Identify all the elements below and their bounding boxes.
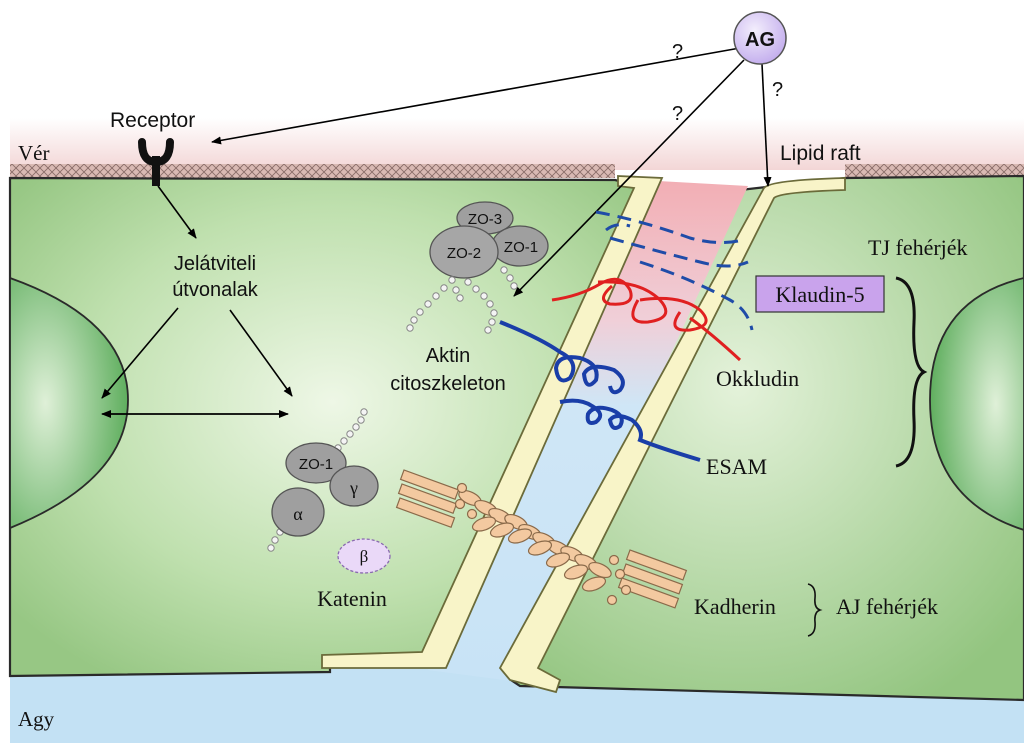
beta-label: β (360, 547, 369, 566)
left-nucleus (9, 276, 129, 530)
ag-label: AG (745, 29, 775, 51)
gamma-label: γ (349, 478, 358, 498)
question-mark-raft: ? (772, 79, 783, 101)
arrow-ag-to-actin (513, 59, 745, 297)
lipid-raft-label: Lipid raft (780, 142, 861, 165)
blood-region (10, 118, 1024, 170)
ag-circle (733, 11, 787, 65)
right-nucleus (929, 277, 1024, 531)
zo2-protein (429, 225, 499, 279)
catenin-cluster (267, 408, 391, 574)
arrow-ag-to-receptor (211, 47, 741, 145)
blood-label: Vér (18, 141, 49, 165)
zo1-bottom-protein (285, 442, 347, 484)
cadherin-complex (395, 469, 688, 609)
membrane-hatch-right (845, 164, 1024, 178)
signal-pathways-line1: Jelátviteli (174, 253, 256, 275)
claudin-strands (595, 210, 754, 331)
zo-cluster-top (406, 201, 549, 334)
tj-brace (895, 276, 928, 468)
paracellular-gap (428, 180, 748, 682)
receptor-label: Receptor (110, 109, 195, 132)
actin-label-line1: Aktin (426, 345, 470, 367)
klaudin-box (755, 275, 885, 313)
aj-proteins-label: AJ fehérjék (836, 594, 938, 619)
actin-label-line2: citoszkeleton (390, 373, 506, 395)
kadherin-label: Kadherin (694, 594, 776, 619)
esam-strand (499, 320, 701, 462)
question-mark-receptor: ? (672, 41, 683, 63)
arrow-ag-to-lipid-raft (761, 63, 772, 187)
membrane-hatch-left (10, 164, 615, 178)
katenin-label: Katenin (317, 586, 387, 611)
signal-pathways-line2: útvonalak (172, 279, 259, 301)
klaudin-label: Klaudin-5 (775, 282, 864, 307)
zo3-label: ZO-3 (468, 211, 502, 228)
arrow-receptor-to-pathways (157, 185, 197, 239)
zo1-top-label: ZO-1 (504, 239, 538, 256)
receptor-icon (138, 138, 174, 186)
gamma-catenin (329, 465, 379, 507)
arrow-pathways-to-nucleus (101, 307, 179, 399)
esam-label: ESAM (706, 454, 767, 479)
okkludin-label: Okkludin (716, 366, 799, 391)
aj-brace (807, 583, 823, 637)
tj-proteins-label: TJ fehérjék (868, 235, 968, 260)
question-mark-actin: ? (672, 103, 683, 125)
zo1-bottom-label: ZO-1 (299, 456, 333, 473)
zo2-label: ZO-2 (447, 245, 481, 262)
occludin-strand (551, 277, 742, 362)
alpha-label: α (293, 504, 303, 524)
brain-label: Agy (18, 707, 55, 731)
arrow-pathways-to-junction (229, 309, 293, 397)
beta-catenin (337, 538, 391, 574)
alpha-catenin (271, 487, 325, 537)
